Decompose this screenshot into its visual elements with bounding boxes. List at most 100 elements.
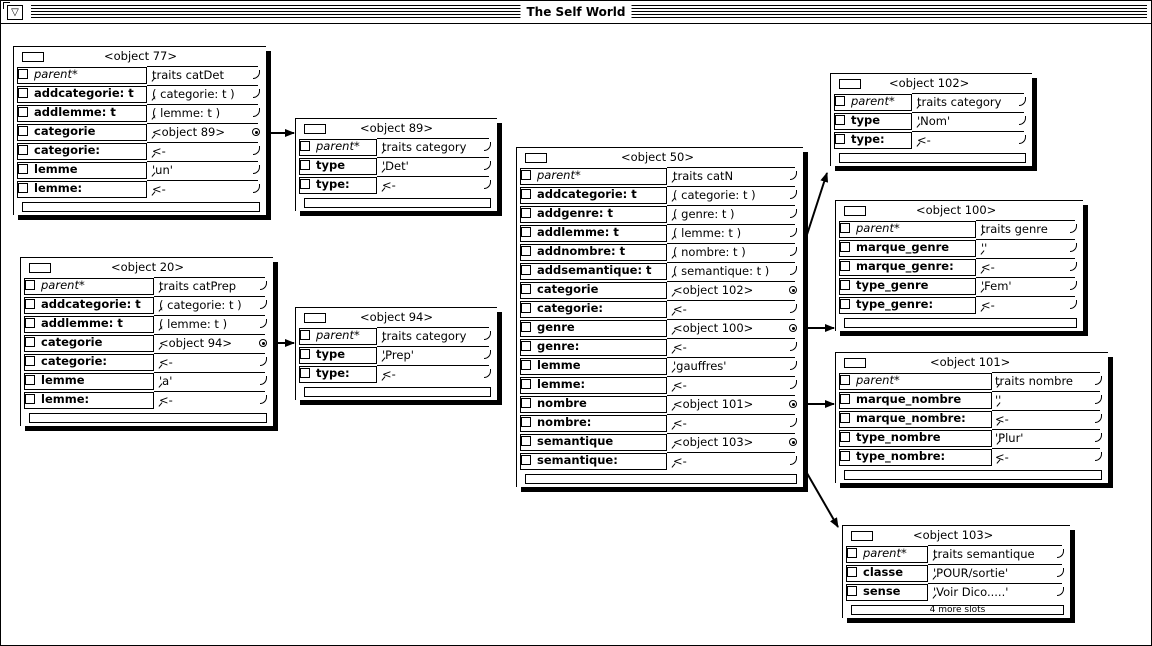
slot-row[interactable]: type'Nom' — [831, 112, 1032, 131]
slot-checkbox-icon[interactable] — [25, 280, 35, 290]
slot-checkbox-icon[interactable] — [840, 242, 850, 252]
slot-checkbox-icon[interactable] — [521, 227, 531, 237]
slot-name-cell[interactable] — [520, 453, 667, 470]
slot-row[interactable]: type_genre:<- — [836, 296, 1083, 315]
slot-expand-icon[interactable] — [253, 184, 260, 193]
slot-name-cell[interactable] — [299, 158, 377, 175]
slot-value[interactable]: <- — [981, 298, 995, 312]
slot-checkbox-icon[interactable] — [521, 417, 531, 427]
slot-value[interactable]: ( lemme: t ) — [159, 317, 228, 331]
slot-checkbox-icon[interactable] — [835, 134, 845, 144]
slot-row[interactable]: addcategorie: t( categorie: t ) — [14, 85, 266, 104]
slot-value[interactable]: traits category — [917, 95, 1002, 109]
slot-value[interactable]: 'Det' — [382, 159, 409, 173]
slot-value[interactable]: <- — [673, 340, 687, 354]
slot-row[interactable]: addnombre: t( nombre: t ) — [517, 243, 803, 262]
slot-expand-icon[interactable] — [1019, 97, 1026, 106]
slot-value[interactable]: <- — [673, 378, 687, 392]
slot-name-cell[interactable] — [839, 373, 992, 390]
slot-row[interactable]: parent*traits category — [831, 93, 1032, 112]
outliner-header[interactable]: <object 94> — [296, 308, 497, 327]
slot-name-cell[interactable] — [839, 430, 992, 447]
slot-checkbox-icon[interactable] — [840, 375, 850, 385]
slot-name-cell[interactable] — [17, 181, 147, 198]
outliner-expander[interactable] — [304, 387, 491, 397]
slot-row[interactable]: parent*traits catPrep — [21, 277, 273, 296]
slot-row[interactable]: semantique:<- — [517, 452, 803, 471]
slot-row[interactable]: lemme:<- — [14, 180, 266, 199]
slot-name-cell[interactable] — [17, 124, 147, 141]
slot-expand-icon[interactable] — [790, 266, 797, 275]
slot-expand-icon[interactable] — [484, 142, 491, 151]
slot-row[interactable]: addlemme: t( lemme: t ) — [21, 315, 273, 334]
slot-row[interactable]: addcategorie: t( categorie: t ) — [517, 186, 803, 205]
slot-expand-icon[interactable] — [1070, 300, 1077, 309]
slot-value[interactable]: <- — [673, 416, 687, 430]
slot-name-cell[interactable] — [834, 113, 912, 130]
slot-name-cell[interactable] — [839, 278, 976, 295]
slot-checkbox-icon[interactable] — [18, 88, 28, 98]
slot-name-cell[interactable] — [846, 565, 928, 582]
slot-row[interactable]: categorie<object 94> — [21, 334, 273, 353]
slot-row[interactable]: categorie<object 102> — [517, 281, 803, 300]
slot-row[interactable]: semantique<object 103> — [517, 433, 803, 452]
slot-value[interactable]: ( genre: t ) — [673, 207, 735, 221]
slot-name-cell[interactable] — [520, 301, 667, 318]
slot-value[interactable]: 'Nom' — [917, 114, 951, 128]
slot-checkbox-icon[interactable] — [300, 179, 310, 189]
slot-row[interactable]: genre:<- — [517, 338, 803, 357]
outliner-footer[interactable] — [831, 150, 1032, 166]
slot-row[interactable]: sense'Voir Dico.....' — [843, 583, 1070, 602]
slot-value[interactable]: 'a' — [159, 374, 173, 388]
slot-name-cell[interactable] — [839, 221, 976, 238]
slot-name-cell[interactable] — [299, 139, 377, 156]
slot-value[interactable]: <- — [673, 302, 687, 316]
slot-value[interactable]: 'Prep' — [382, 348, 414, 362]
slot-expand-icon[interactable] — [260, 281, 267, 290]
slot-row[interactable]: lemme'gauffres' — [517, 357, 803, 376]
slot-expand-icon[interactable] — [253, 165, 260, 174]
slot-value[interactable]: traits catN — [673, 169, 734, 183]
slot-row[interactable]: marque_nombre'' — [836, 391, 1108, 410]
slot-checkbox-icon[interactable] — [840, 261, 850, 271]
slot-checkbox-icon[interactable] — [847, 548, 857, 558]
slot-expand-icon[interactable] — [1057, 549, 1064, 558]
slot-name-cell[interactable] — [839, 392, 992, 409]
slot-checkbox-icon[interactable] — [18, 69, 28, 79]
outliner-header[interactable]: <object 100> — [836, 201, 1083, 220]
slot-expand-icon[interactable] — [1070, 243, 1077, 252]
slot-row[interactable]: addlemme: t( lemme: t ) — [14, 104, 266, 123]
slot-name-cell[interactable] — [299, 347, 377, 364]
slot-checkbox-icon[interactable] — [840, 394, 850, 404]
slot-checkbox-icon[interactable] — [521, 208, 531, 218]
slot-checkbox-icon[interactable] — [18, 164, 28, 174]
outliner-header[interactable]: <object 77> — [14, 47, 266, 66]
slot-expand-icon[interactable] — [484, 369, 491, 378]
slot-expand-icon[interactable] — [260, 376, 267, 385]
slot-name-cell[interactable] — [520, 415, 667, 432]
slot-name-cell[interactable] — [17, 143, 147, 160]
slot-value[interactable]: ( categorie: t ) — [159, 298, 242, 312]
outliner-header[interactable]: <object 101> — [836, 353, 1108, 372]
slot-name-cell[interactable] — [846, 584, 928, 601]
outliner-footer[interactable] — [836, 467, 1108, 483]
slot-row[interactable]: addsemantique: t( semantique: t ) — [517, 262, 803, 281]
slot-name-cell[interactable] — [520, 206, 667, 223]
slot-expand-icon[interactable] — [1057, 587, 1064, 596]
more-slots-button[interactable]: 4 more slots — [851, 605, 1064, 615]
slot-row[interactable]: categorie:<- — [517, 300, 803, 319]
outliner-header[interactable]: <object 20> — [21, 258, 273, 277]
slot-name-cell[interactable] — [299, 177, 377, 194]
slot-row[interactable]: parent*traits nombre — [836, 372, 1108, 391]
slot-expand-icon[interactable] — [253, 146, 260, 155]
slot-expand-icon[interactable] — [1095, 452, 1102, 461]
slot-value[interactable]: <- — [159, 355, 173, 369]
slot-name-cell[interactable] — [520, 434, 667, 451]
slot-value[interactable]: <- — [917, 133, 931, 147]
slot-row[interactable]: genre<object 100> — [517, 319, 803, 338]
slot-checkbox-icon[interactable] — [300, 330, 310, 340]
